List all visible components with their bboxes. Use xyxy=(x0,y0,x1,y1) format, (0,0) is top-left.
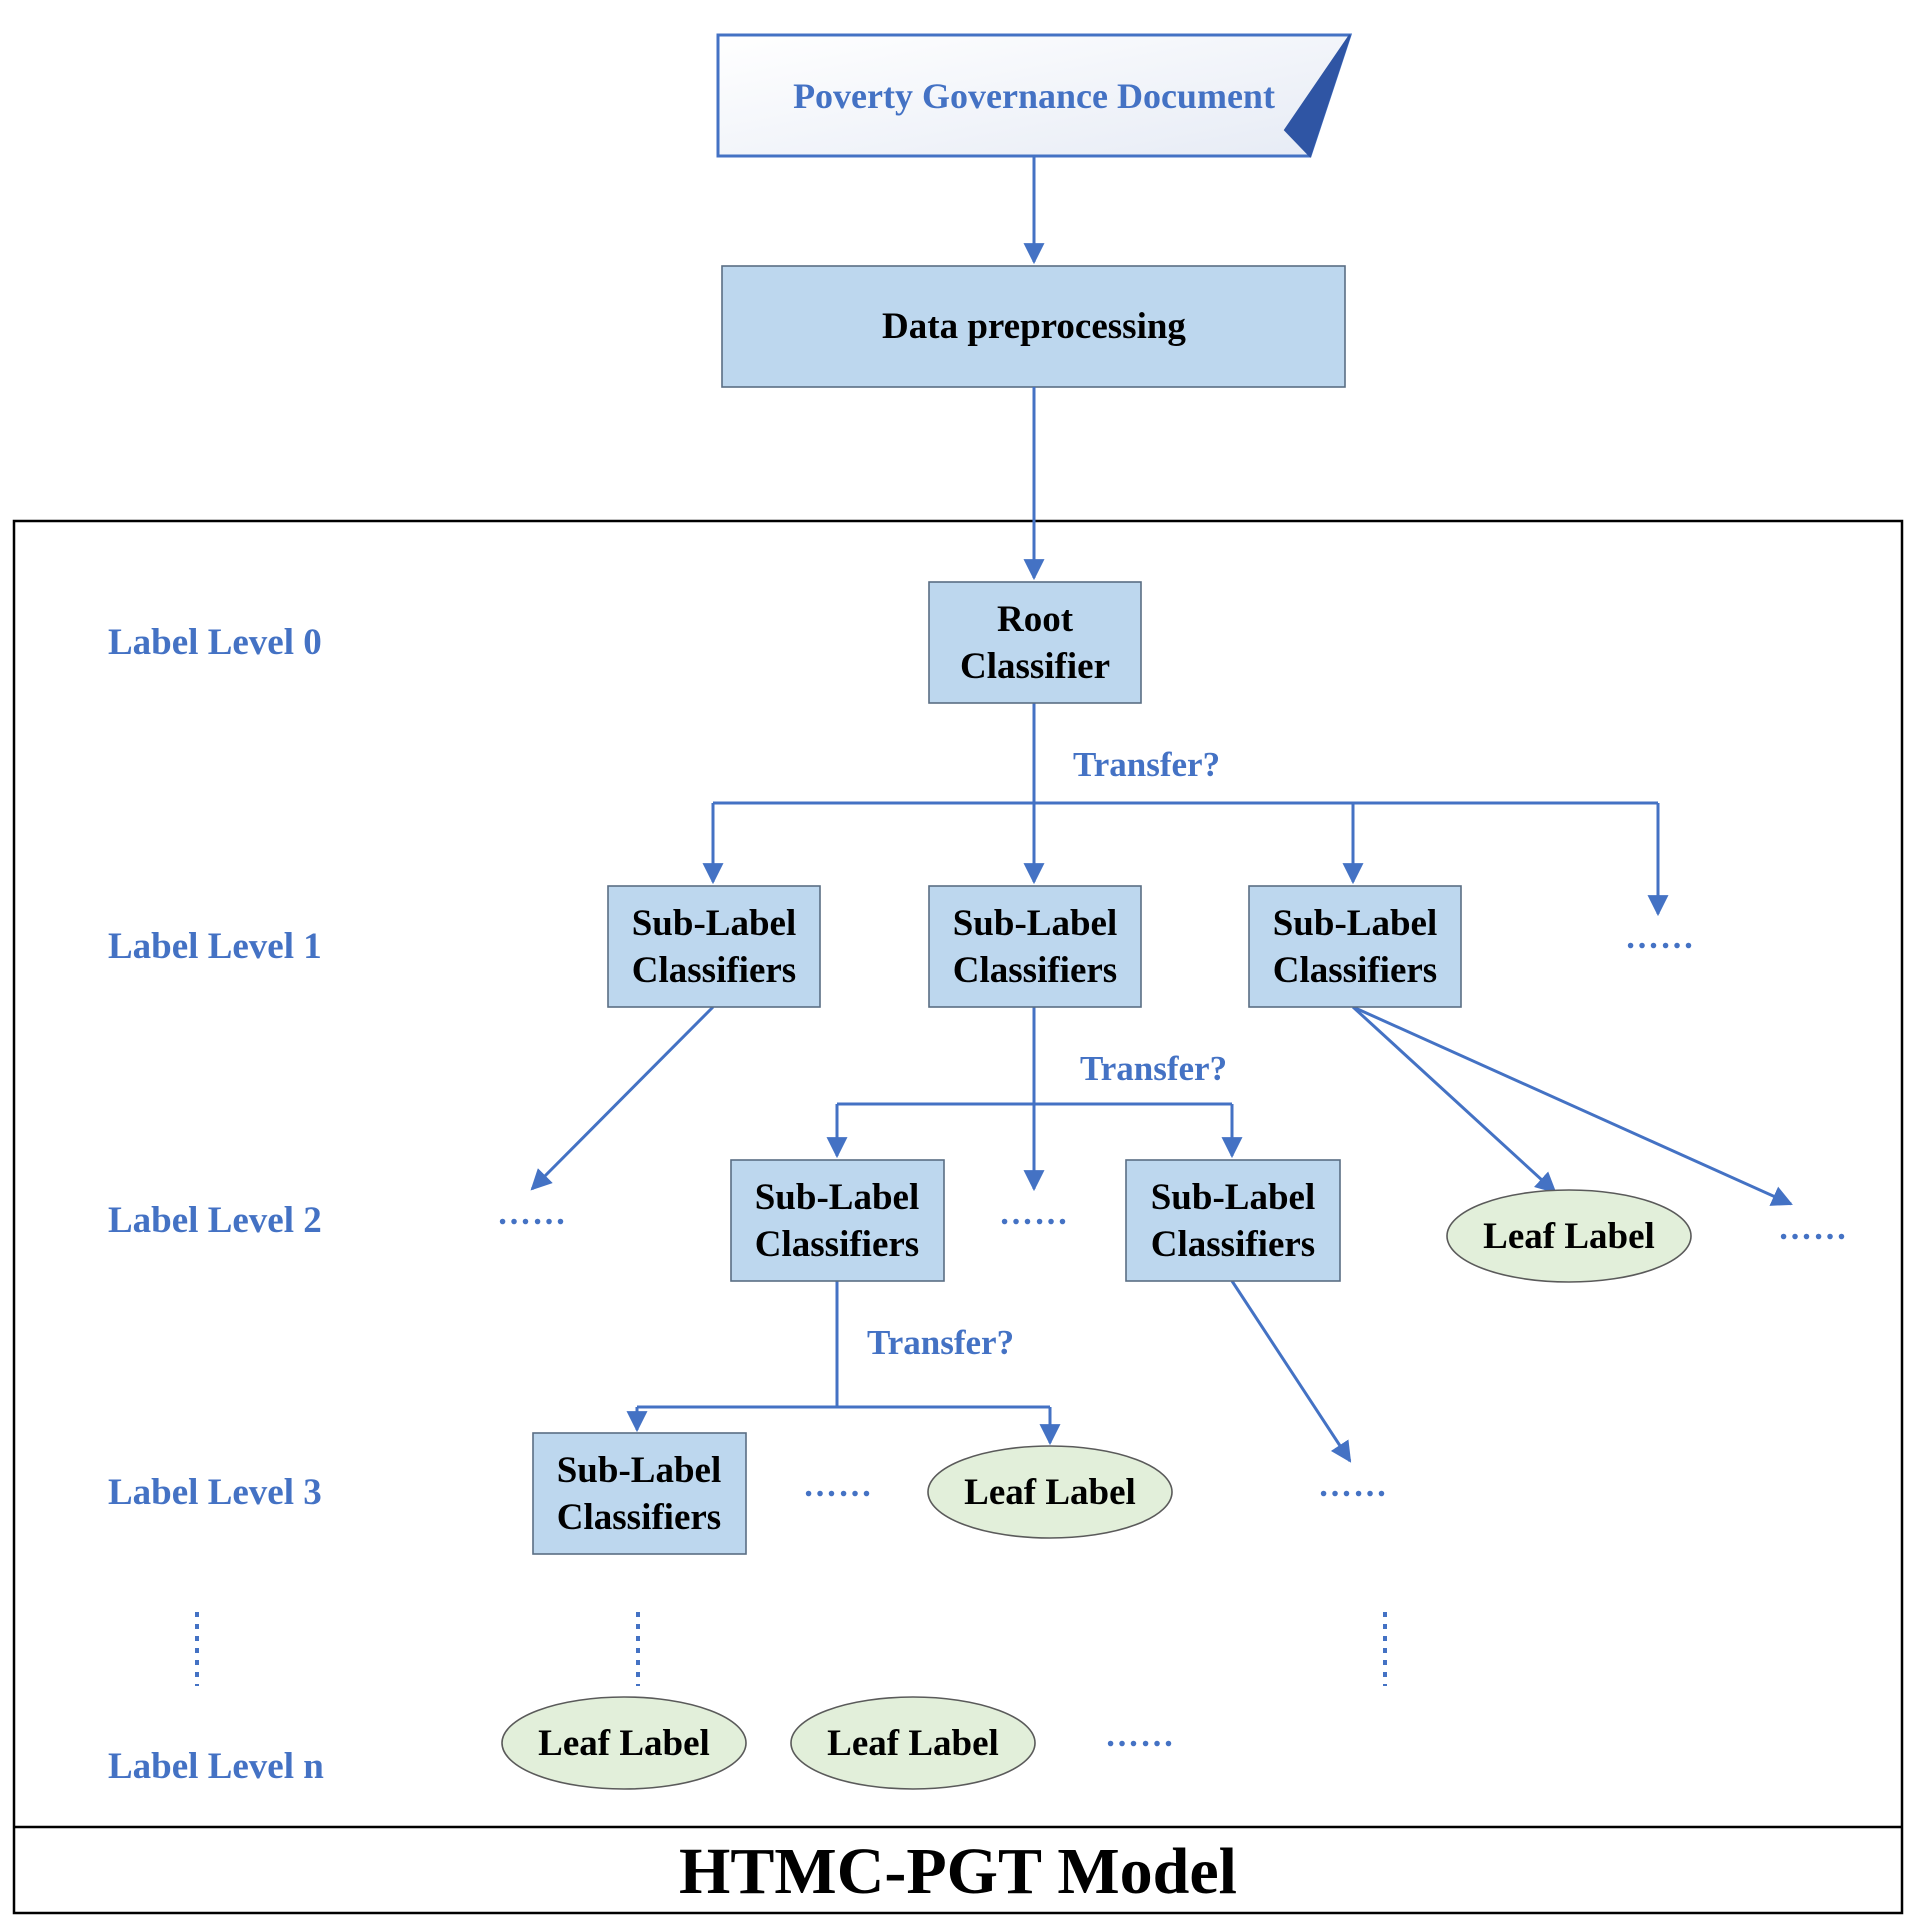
level-label-3: Label Level 3 xyxy=(108,1472,322,1513)
sub-label-classifier-l3: Sub-Label Classifiers xyxy=(532,1432,747,1555)
sub-label-line1: Sub-Label xyxy=(632,903,797,944)
transfer-label-1: Transfer? xyxy=(1073,745,1220,784)
ellipsis-l2-c: …… xyxy=(1778,1210,1848,1247)
sub-label-classifier-l1-a: Sub-Label Classifiers xyxy=(607,885,821,1008)
sub-label-line1: Sub-Label xyxy=(1273,903,1438,944)
root-classifier-node: Root Classifier xyxy=(928,581,1142,704)
sub-label-classifier-l2-b: Sub-Label Classifiers xyxy=(1125,1159,1341,1282)
root-line1: Root xyxy=(997,599,1074,640)
sub-label-line1: Sub-Label xyxy=(755,1177,920,1218)
leaf-label-ln-a: Leaf Label xyxy=(501,1696,747,1790)
sub-label-classifier-l1-c: Sub-Label Classifiers xyxy=(1248,885,1462,1008)
leaf-label-text: Leaf Label xyxy=(1483,1216,1655,1257)
ellipsis-l2-a: …… xyxy=(497,1195,567,1232)
sub-label-line2: Classifiers xyxy=(1273,950,1437,991)
sub-label-line1: Sub-Label xyxy=(953,903,1118,944)
ellipsis-ln: …… xyxy=(1105,1717,1175,1754)
ellipsis-l1: …… xyxy=(1625,919,1695,956)
leaf-label-text: Leaf Label xyxy=(827,1723,999,1764)
sub-label-line2: Classifiers xyxy=(557,1497,721,1538)
preprocessing-label: Data preprocessing xyxy=(882,306,1186,347)
level-label-2: Label Level 2 xyxy=(108,1200,322,1241)
document-label: Poverty Governance Document xyxy=(793,76,1275,116)
sub-label-line2: Classifiers xyxy=(632,950,796,991)
transfer-label-3: Transfer? xyxy=(867,1323,1014,1362)
level-label-1: Label Level 1 xyxy=(108,926,322,967)
sub-label-line2: Classifiers xyxy=(953,950,1117,991)
sub-label-classifier-l2-a: Sub-Label Classifiers xyxy=(730,1159,945,1282)
ellipsis-l2-b: …… xyxy=(999,1195,1069,1232)
ellipsis-l3-a: …… xyxy=(803,1467,873,1504)
leaf-label-l3: Leaf Label xyxy=(927,1445,1173,1539)
sub-label-line2: Classifiers xyxy=(1151,1224,1315,1265)
model-frame xyxy=(12,519,1904,1915)
leaf-label-text: Leaf Label xyxy=(538,1723,710,1764)
connectors xyxy=(530,156,1793,1463)
sub-label-line1: Sub-Label xyxy=(557,1450,722,1491)
ellipsis-l3-b: …… xyxy=(1318,1467,1388,1504)
level-label-n: Label Level n xyxy=(108,1746,324,1787)
model-title: HTMC-PGT Model xyxy=(679,1835,1237,1908)
root-line2: Classifier xyxy=(960,646,1110,687)
sub-label-line1: Sub-Label xyxy=(1151,1177,1316,1218)
level-label-0: Label Level 0 xyxy=(108,622,322,663)
leaf-label-ln-b: Leaf Label xyxy=(790,1696,1036,1790)
document-node: Poverty Governance Document xyxy=(716,33,1353,158)
transfer-label-2: Transfer? xyxy=(1080,1049,1227,1088)
sub-label-classifier-l1-b: Sub-Label Classifiers xyxy=(928,885,1142,1008)
leaf-label-l2: Leaf Label xyxy=(1446,1189,1692,1283)
preprocessing-node: Data preprocessing xyxy=(721,265,1346,388)
leaf-label-text: Leaf Label xyxy=(964,1472,1136,1513)
sub-label-line2: Classifiers xyxy=(755,1224,919,1265)
